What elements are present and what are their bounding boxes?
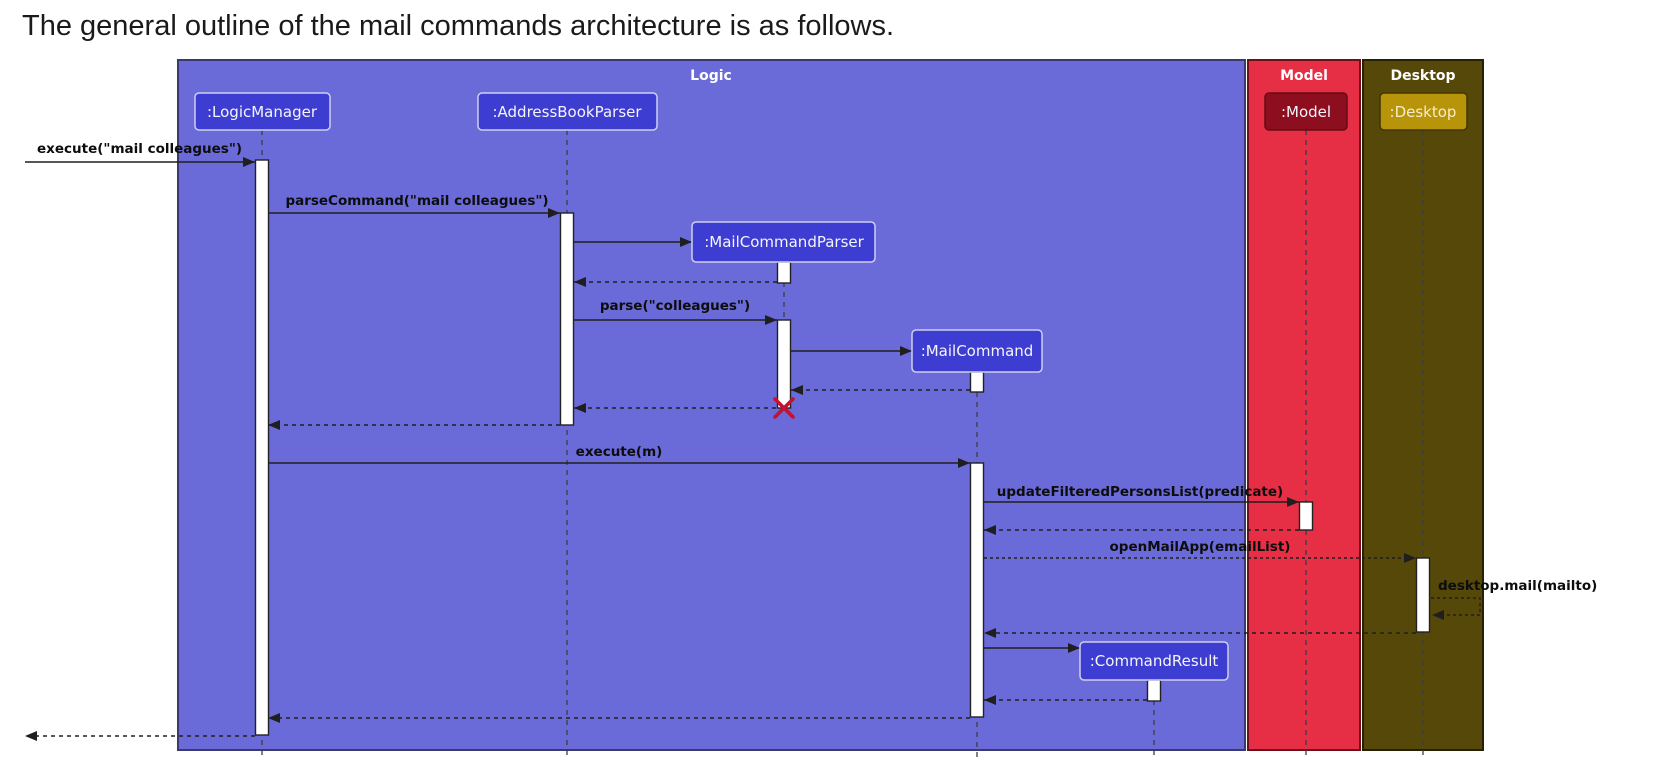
activation-address-book-parser (559, 212, 575, 426)
command-result-box (1079, 641, 1229, 681)
page-title: The general outline of the mail commands… (22, 10, 895, 42)
activation-mail-command-2 (969, 462, 985, 718)
desktop-frame-label: Desktop (1390, 68, 1455, 84)
model-frame (1247, 59, 1361, 751)
activation-command-result (1146, 679, 1162, 702)
activation-logic-manager (254, 159, 270, 736)
logic-manager-label: :LogicManager (207, 103, 318, 121)
message-desktop-mail-label: desktop.mail(mailto) (1438, 578, 1597, 594)
model-participant-box (1264, 92, 1348, 131)
message-open-mail-app-label: openMailApp(emailList) (1110, 539, 1291, 555)
command-result-label: :CommandResult (1090, 652, 1219, 670)
address-book-parser-box (477, 92, 658, 131)
logic-manager-box (194, 92, 331, 131)
message-execute-m-label: execute(m) (576, 444, 663, 460)
address-book-parser-label: :AddressBookParser (492, 103, 642, 121)
activations (254, 159, 1431, 736)
mail-command-parser-box (691, 221, 876, 263)
messages: execute("mail colleagues") parseCommand(… (25, 141, 1597, 741)
activation-desktop (1415, 557, 1431, 633)
model-frame-label: Model (1280, 68, 1328, 84)
logic-frame-label: Logic (690, 68, 732, 84)
created-object-boxes: :MailCommandParser :MailCommand :Command… (691, 221, 1229, 681)
destroy-x-icon (773, 397, 795, 419)
activation-mail-command-parser-2 (776, 319, 792, 409)
desktop-participant-label: :Desktop (1390, 103, 1457, 121)
logic-frame (177, 59, 1246, 751)
activation-mail-command-1 (969, 371, 985, 393)
activation-mail-command-parser-1 (776, 261, 792, 284)
mail-command-label: :MailCommand (921, 342, 1034, 360)
message-parse-command-label: parseCommand("mail colleagues") (285, 193, 548, 209)
message-desktop-mail-out (1431, 597, 1481, 615)
participant-boxes: :LogicManager :AddressBookParser :Model … (194, 92, 1468, 131)
frames: Logic Model Desktop (177, 59, 1484, 751)
mail-command-parser-label: :MailCommandParser (704, 233, 864, 251)
activation-model (1298, 501, 1314, 531)
model-participant-label: :Model (1281, 103, 1331, 121)
message-update-filtered-label: updateFilteredPersonsList(predicate) (997, 484, 1283, 500)
mail-command-box (911, 329, 1043, 373)
message-parse-label: parse("colleagues") (600, 298, 750, 314)
message-execute-mail-label: execute("mail colleagues") (37, 141, 242, 157)
desktop-participant-box (1379, 92, 1468, 131)
